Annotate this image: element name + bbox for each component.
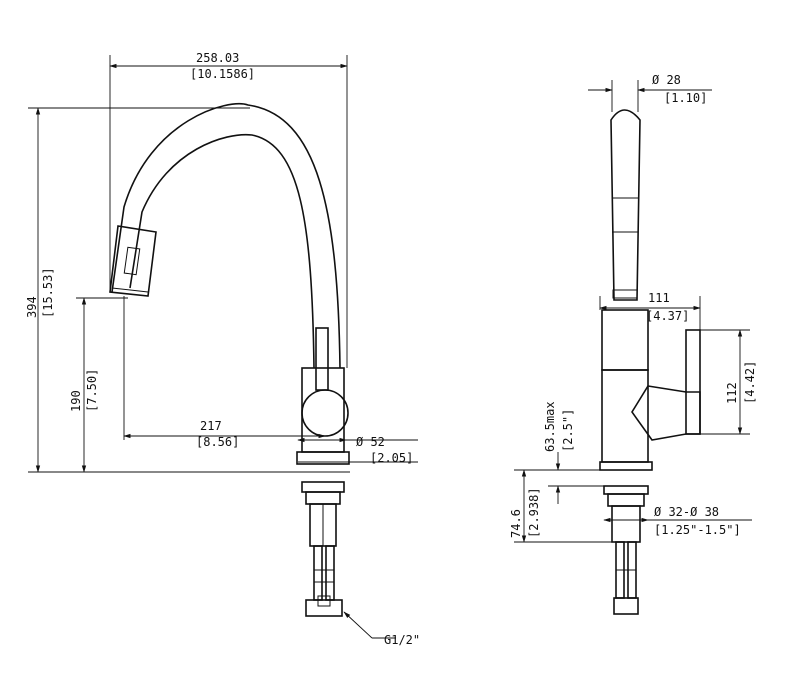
dim-deck-max-mm: 63.5max — [543, 401, 557, 452]
dim-hole-dia-in: [1.25"-1.5"] — [654, 523, 741, 537]
side-stem — [601, 309, 649, 371]
side-body — [601, 369, 649, 463]
dim-lever-reach-mm: 111 — [648, 291, 670, 305]
dim-shank-in: [2.938] — [527, 487, 541, 538]
lever-handle — [315, 327, 329, 391]
dim-height-in: [15.53] — [41, 267, 55, 318]
side-view: Ø 28 [1.10] 111 [4.37] 112 [4.42] 63.5ma… — [509, 73, 757, 615]
side-lever-handle — [685, 329, 701, 435]
faucet-body — [301, 367, 345, 453]
dim-lever-reach-in: [4.37] — [646, 309, 689, 323]
hose-fitting — [305, 599, 343, 617]
dim-lever-height-mm: 112 — [725, 382, 739, 404]
dim-height-mm: 394 — [25, 296, 39, 318]
dim-reach-in: [8.56] — [196, 435, 239, 449]
dim-reach-mm: 217 — [200, 419, 222, 433]
dim-hole-dia-mm: Ø 32-Ø 38 — [654, 505, 719, 519]
spray-head — [109, 225, 157, 297]
side-spout — [610, 109, 641, 301]
cartridge-circle — [301, 389, 349, 437]
dim-deck-max-in: [2.5"] — [561, 409, 575, 452]
dim-width-in: [10.1586] — [190, 67, 255, 81]
dim-base-dia-mm: Ø 52 — [356, 435, 385, 449]
dim-base-dia-in: [2.05] — [370, 451, 413, 465]
side-lever — [631, 385, 701, 441]
spout-outer-curve — [111, 103, 341, 369]
dim-spout-height-in: [7.50] — [85, 369, 99, 412]
dim-spout-dia-mm: Ø 28 — [652, 73, 681, 87]
dim-lever-height-in: [4.42] — [743, 361, 757, 404]
dim-spout-height-mm: 190 — [69, 390, 83, 412]
dim-shank-mm: 74.6 — [509, 509, 523, 538]
dim-spout-dia-in: [1.10] — [664, 91, 707, 105]
spray-button — [123, 246, 141, 276]
base-plate — [296, 451, 350, 465]
thread-label: G1/2" — [384, 633, 420, 647]
dim-width-mm: 258.03 — [196, 51, 239, 65]
front-view: G1/2" 258.03 [10.1586] 394 [15.53] 190 [… — [25, 51, 420, 647]
spout-inner-curve — [129, 133, 315, 369]
